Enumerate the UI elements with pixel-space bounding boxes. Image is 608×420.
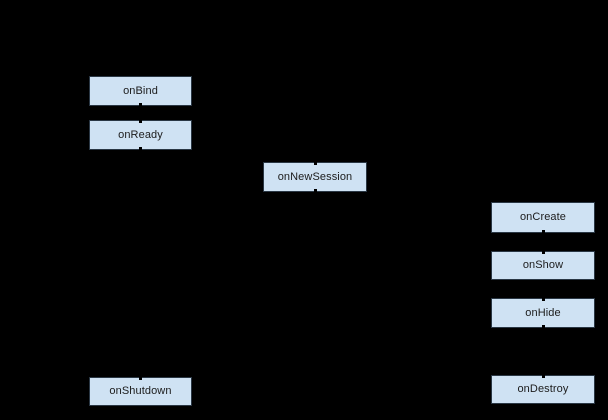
connector-stub-icon xyxy=(139,147,142,150)
lifecycle-node-onBind: onBind xyxy=(89,76,192,106)
lifecycle-node-onShutdown: onShutdown xyxy=(89,377,192,406)
lifecycle-node-onHide: onHide xyxy=(491,298,595,328)
lifecycle-node-onNewSession: onNewSession xyxy=(263,162,367,192)
connector-stub-icon xyxy=(313,162,317,165)
lifecycle-node-onCreate: onCreate xyxy=(491,202,595,233)
connector-stub-icon xyxy=(139,377,142,380)
node-label: onShutdown xyxy=(109,385,172,397)
connector-stub-icon xyxy=(541,298,545,301)
connector-stub-icon xyxy=(313,189,317,192)
connector-stub-icon xyxy=(139,120,142,123)
node-label: onNewSession xyxy=(277,170,353,183)
connector-stub-icon xyxy=(541,325,545,328)
lifecycle-node-onDestroy: onDestroy xyxy=(491,375,595,404)
connector-stub-icon xyxy=(139,103,142,106)
lifecycle-node-onReady: onReady xyxy=(89,120,192,150)
node-label: onCreate xyxy=(519,211,567,223)
connector-stub-icon xyxy=(541,375,545,378)
connector-stub-icon xyxy=(541,230,545,233)
node-label: onHide xyxy=(525,306,561,319)
connector-stub-icon xyxy=(541,251,545,254)
node-label: onShow xyxy=(522,259,564,271)
node-label: onBind xyxy=(123,84,158,97)
node-label: onReady xyxy=(118,128,163,141)
lifecycle-node-onShow: onShow xyxy=(491,251,595,280)
node-label: onDestroy xyxy=(517,383,569,395)
